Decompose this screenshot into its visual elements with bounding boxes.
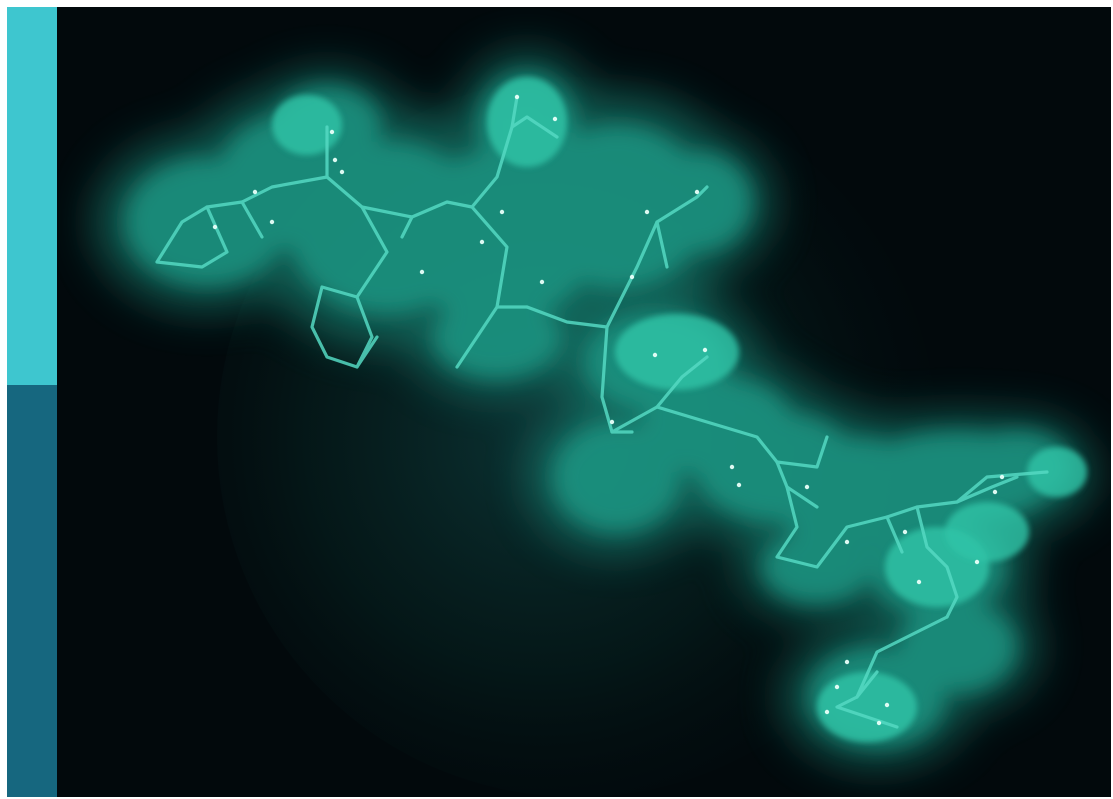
highlight-dot [514, 94, 520, 100]
highlight-dot [729, 464, 735, 470]
highlight-dot [916, 579, 922, 585]
highlight-dot [652, 352, 658, 358]
bond-line [510, 95, 519, 129]
surface-lobe [1027, 447, 1087, 497]
highlight-dot [332, 157, 338, 163]
highlight-dot [876, 720, 882, 726]
bond-line [400, 215, 414, 239]
highlight-dot [736, 482, 742, 488]
specular-highlights [212, 94, 1005, 726]
molecule-render [57, 7, 1111, 797]
bond-network [155, 95, 1049, 729]
accent-bar-top [7, 7, 57, 385]
surface-lobe [272, 95, 342, 155]
accent-bar-bottom [7, 385, 57, 797]
bond-line [655, 220, 669, 269]
bond-line [855, 670, 879, 699]
highlight-dot [629, 274, 635, 280]
highlight-dot [694, 189, 700, 195]
bond-line [775, 435, 829, 469]
highlight-dot [844, 539, 850, 545]
highlight-dot [884, 702, 890, 708]
surface-blob [434, 296, 560, 378]
highlight-dot [834, 684, 840, 690]
highlight-dot [499, 209, 505, 215]
surface-blob [554, 423, 680, 531]
highlight-dot [479, 239, 485, 245]
bond-line [155, 205, 229, 269]
bond-line [655, 355, 709, 409]
surface-lobe [615, 314, 739, 390]
surface-blob [643, 152, 751, 252]
bond-line [835, 615, 949, 729]
bond-line [885, 515, 904, 554]
bond-line [775, 470, 1049, 569]
highlight-dot [804, 484, 810, 490]
highlight-dot [252, 189, 258, 195]
bond-line [915, 505, 959, 619]
highlight-dot [992, 489, 998, 495]
highlight-dot [212, 224, 218, 230]
bond-line [310, 285, 379, 369]
highlight-dot [974, 559, 980, 565]
image-frame [7, 7, 1111, 797]
highlight-dot [329, 129, 335, 135]
highlight-dot [644, 209, 650, 215]
highlight-dot [999, 474, 1005, 480]
bond-line [600, 325, 634, 434]
highlight-dot [552, 116, 558, 122]
highlight-dot [902, 529, 908, 535]
highlight-dot [419, 269, 425, 275]
highlight-dot [702, 347, 708, 353]
bond-line [240, 125, 329, 204]
bond-line [455, 305, 499, 369]
molecule-svg [57, 7, 1111, 797]
highlight-dot [844, 659, 850, 665]
surface-lobe [945, 502, 1029, 562]
bond-line [955, 475, 1019, 504]
bond-line [325, 175, 389, 369]
surface-lobe [487, 77, 567, 167]
highlight-dot [609, 419, 615, 425]
highlight-dot [539, 279, 545, 285]
highlight-dot [339, 169, 345, 175]
bond-line [525, 185, 709, 329]
highlight-dot [824, 709, 830, 715]
highlight-dot [269, 219, 275, 225]
